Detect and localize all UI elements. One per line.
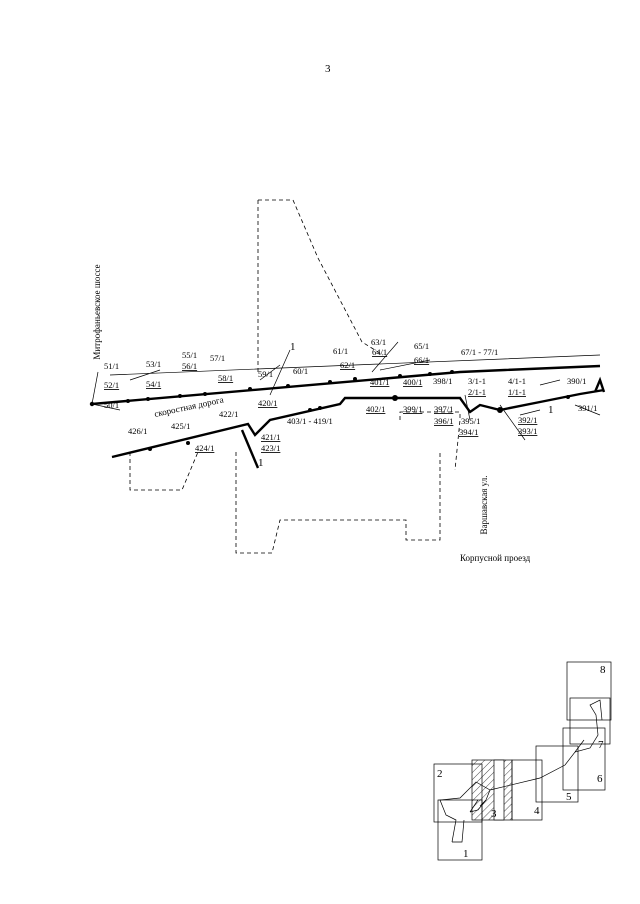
pipeline-label: 420/1 xyxy=(258,398,277,408)
pipeline-branch xyxy=(240,429,260,469)
pipeline-nodes xyxy=(89,370,570,451)
pipeline-label: 394/1 xyxy=(459,427,478,437)
pipeline-label: 55/1 xyxy=(182,350,197,360)
pipeline-label: 4/1-1 xyxy=(508,376,526,386)
pipeline-label: 397/1 xyxy=(434,404,453,414)
line-marker: 1 xyxy=(290,341,296,353)
street-varshavskaya: Варшавская ул. xyxy=(479,475,489,534)
pipeline-label: 67/1 - 77/1 xyxy=(461,347,498,357)
pipeline-end-hook xyxy=(593,376,606,393)
pipeline-label: 1/1-1 xyxy=(508,387,526,397)
pipeline-label: 393/1 xyxy=(518,426,537,436)
pipeline-label: 392/1 xyxy=(518,415,537,425)
index-sheet-1 xyxy=(437,799,483,861)
index-sheet-8 xyxy=(566,661,612,721)
index-label: 6 xyxy=(597,773,603,785)
pipeline-label: 422/1 xyxy=(219,409,238,419)
index-sheet-6 xyxy=(562,727,606,791)
pipeline-label: 398/1 xyxy=(433,376,452,386)
page-number: 3 xyxy=(325,63,331,75)
pipeline-label: 53/1 xyxy=(146,359,161,369)
index-label: 4 xyxy=(534,805,540,817)
pipeline-label: 59/1 xyxy=(258,369,273,379)
pipeline-label: 52/1 xyxy=(104,380,119,390)
pipeline-label: 426/1 xyxy=(128,426,147,436)
pipeline-upper xyxy=(91,364,601,406)
pipeline-label: 3/1-1 xyxy=(468,376,486,386)
pipeline-label: 403/1 - 419/1 xyxy=(287,416,333,426)
pipeline-label: 66/1 xyxy=(414,355,429,365)
pipeline-label: 421/1 xyxy=(261,432,280,442)
pipeline-label: 51/1 xyxy=(104,361,119,371)
index-map: 1 2 3 4 5 6 7 8 xyxy=(433,661,612,861)
street-mitrofanyevskoe: Митрофаньевское шоссе xyxy=(92,264,102,359)
pipeline-label: 56/1 xyxy=(182,361,197,371)
index-label: 2 xyxy=(437,768,443,780)
index-sheet-5 xyxy=(535,745,579,803)
pipeline-label: 54/1 xyxy=(146,379,161,389)
pipeline-label: 60/1 xyxy=(293,366,308,376)
pipeline-label: 62/1 xyxy=(340,360,355,370)
pipeline-label: 390/1 xyxy=(567,376,586,386)
pipeline-label: 64/1 xyxy=(372,347,387,357)
pipeline-label: 400/1 xyxy=(403,377,422,387)
pipeline-label: 63/1 xyxy=(371,337,386,347)
index-label: 1 xyxy=(463,848,469,860)
pipeline-label: 50/1 xyxy=(104,400,119,410)
pipeline-label: 399/1 xyxy=(403,404,422,414)
pipeline-label: 401/1 xyxy=(370,377,389,387)
territory-boundary xyxy=(129,199,461,554)
line-marker: 1 xyxy=(548,404,554,416)
pipeline-label: 391/1 xyxy=(578,403,597,413)
pipeline-label: 61/1 xyxy=(333,346,348,356)
pipeline-label: 395/1 xyxy=(461,416,480,426)
index-sheet-2 xyxy=(433,763,483,823)
index-label: 3 xyxy=(491,808,497,820)
pipeline-label: 425/1 xyxy=(171,421,190,431)
pipeline-label: 424/1 xyxy=(195,443,214,453)
index-label: 8 xyxy=(600,664,606,676)
pipeline-label: 65/1 xyxy=(414,341,429,351)
pipeline-lower xyxy=(111,388,605,459)
leader-lines xyxy=(91,341,601,441)
index-label: 7 xyxy=(598,739,604,751)
pipeline-label: 402/1 xyxy=(366,404,385,414)
index-label: 5 xyxy=(566,791,572,803)
pipeline-label: 396/1 xyxy=(434,416,453,426)
street-kortusov: Корпусной проезд xyxy=(460,553,531,563)
pipeline-label: 2/1-1 xyxy=(468,387,486,397)
line-marker: 1 xyxy=(258,457,264,469)
pipeline-label: 57/1 xyxy=(210,353,225,363)
pipeline-label: 423/1 xyxy=(261,443,280,453)
index-sheet-3 xyxy=(471,759,513,821)
pipeline-label: 58/1 xyxy=(218,373,233,383)
pipeline-labels: 51/1 52/1 50/1 53/1 54/1 55/1 56/1 57/1 … xyxy=(104,337,597,453)
